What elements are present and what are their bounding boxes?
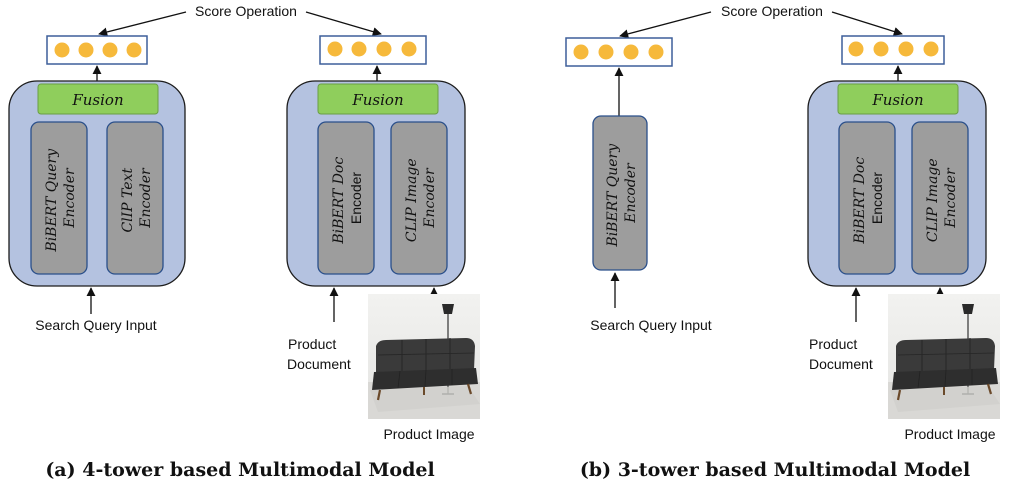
svg-text:CLIP Image Encoder: CLIP Image Encoder	[925, 154, 959, 242]
product-document-label-line2: Document	[809, 356, 873, 372]
embedding-dot	[923, 41, 939, 57]
encoder-label-line2: Encoder	[422, 167, 438, 229]
encoder-block	[106, 121, 164, 275]
encoder-label-line2: Encoder	[869, 172, 885, 224]
embedding-dot	[126, 42, 142, 58]
encoder-block	[592, 115, 648, 271]
svg-text:ClIP Text Encoder: ClIP Text Encoder	[120, 163, 154, 232]
score-operation-label: Score Operation	[721, 3, 823, 19]
tower-query: Fusion BiBERT Query Encoder ClIP Text En…	[8, 35, 186, 333]
score-arrow-right	[831, 11, 903, 36]
product-image-label: Product Image	[383, 426, 474, 442]
score-operation-label: Score Operation	[195, 3, 297, 19]
encoder-block	[317, 121, 375, 275]
embedding-dot	[54, 42, 70, 58]
product-document-label-line1: Product	[809, 336, 857, 352]
tower-query: BiBERT Query Encoder Search Query Input	[565, 37, 712, 333]
encoder-label-line1: CLIP Image	[925, 158, 941, 242]
diagram-b: Score Operation BiBERT Query Encoder Sea…	[565, 3, 1002, 481]
fusion-block	[37, 83, 159, 115]
embedding-dot	[401, 41, 417, 57]
encoder-label-line2: Encoder	[62, 167, 78, 229]
encoder-block	[838, 121, 896, 275]
embedding-dot	[573, 44, 589, 60]
svg-text:BiBERT Doc Encoder: BiBERT Doc Encoder	[331, 152, 364, 244]
encoder-label-line1: BiBERT Doc	[331, 157, 347, 245]
score-arrow-right	[305, 11, 382, 37]
svg-text:BiBERT Doc Encoder: BiBERT Doc Encoder	[852, 152, 885, 244]
embedding-dot	[78, 42, 94, 58]
encoder-block	[911, 121, 969, 275]
embedding-dot	[623, 44, 639, 60]
search-query-input-label: Search Query Input	[590, 317, 712, 333]
svg-text:BiBERT Query Encoder: BiBERT Query Encoder	[44, 144, 78, 252]
embedding-dot	[873, 41, 889, 57]
embedding-dot	[898, 41, 914, 57]
svg-text:BiBERT Query Encoder: BiBERT Query Encoder	[605, 139, 639, 247]
encoder-label-line1: BiBERT Doc	[852, 157, 868, 245]
caption-a: (a) 4-tower based Multimodal Model	[45, 459, 434, 481]
fusion-block	[837, 83, 959, 115]
encoder-label-line2: Encoder	[348, 172, 364, 224]
encoder-label-line2: Encoder	[943, 167, 959, 229]
embedding-dot	[648, 44, 664, 60]
embedding-dot	[327, 41, 343, 57]
embedding-dot	[351, 41, 367, 57]
fusion-label: Fusion	[71, 91, 123, 109]
caption-b: (b) 3-tower based Multimodal Model	[580, 459, 970, 481]
encoder-label-line1: BiBERT Query	[44, 148, 60, 253]
score-arrow-left	[619, 11, 712, 39]
product-document-label-line1: Product	[288, 336, 336, 352]
encoder-label-line1: ClIP Text	[120, 168, 136, 233]
tower-document: Fusion BiBERT Doc Encoder CLIP Image Enc…	[286, 35, 482, 442]
sofa-image	[366, 292, 482, 421]
product-document-label-line2: Document	[287, 356, 351, 372]
fusion-label: Fusion	[351, 91, 403, 109]
embedding-dot	[848, 41, 864, 57]
encoder-label-line1: CLIP Image	[404, 158, 420, 242]
encoder-label-line2: Encoder	[623, 162, 639, 224]
encoder-block	[30, 121, 88, 275]
embedding-dot	[598, 44, 614, 60]
encoder-label-line2: Encoder	[138, 167, 154, 229]
embedding-dot	[376, 41, 392, 57]
svg-text:CLIP Image Encoder: CLIP Image Encoder	[404, 154, 438, 242]
tower-document: Fusion BiBERT Doc Encoder CLIP Image Enc…	[807, 35, 1002, 442]
fusion-block	[317, 83, 439, 115]
sofa-image	[886, 292, 1002, 421]
embedding-dot	[102, 42, 118, 58]
product-image-label: Product Image	[904, 426, 995, 442]
score-arrow-left	[98, 11, 187, 37]
fusion-label: Fusion	[871, 91, 923, 109]
encoder-label-line1: BiBERT Query	[605, 143, 621, 248]
diagram-a: Score Operation Fusion BiBERT Query Enco…	[8, 3, 482, 481]
search-query-input-label: Search Query Input	[35, 317, 157, 333]
encoder-block	[390, 121, 448, 275]
